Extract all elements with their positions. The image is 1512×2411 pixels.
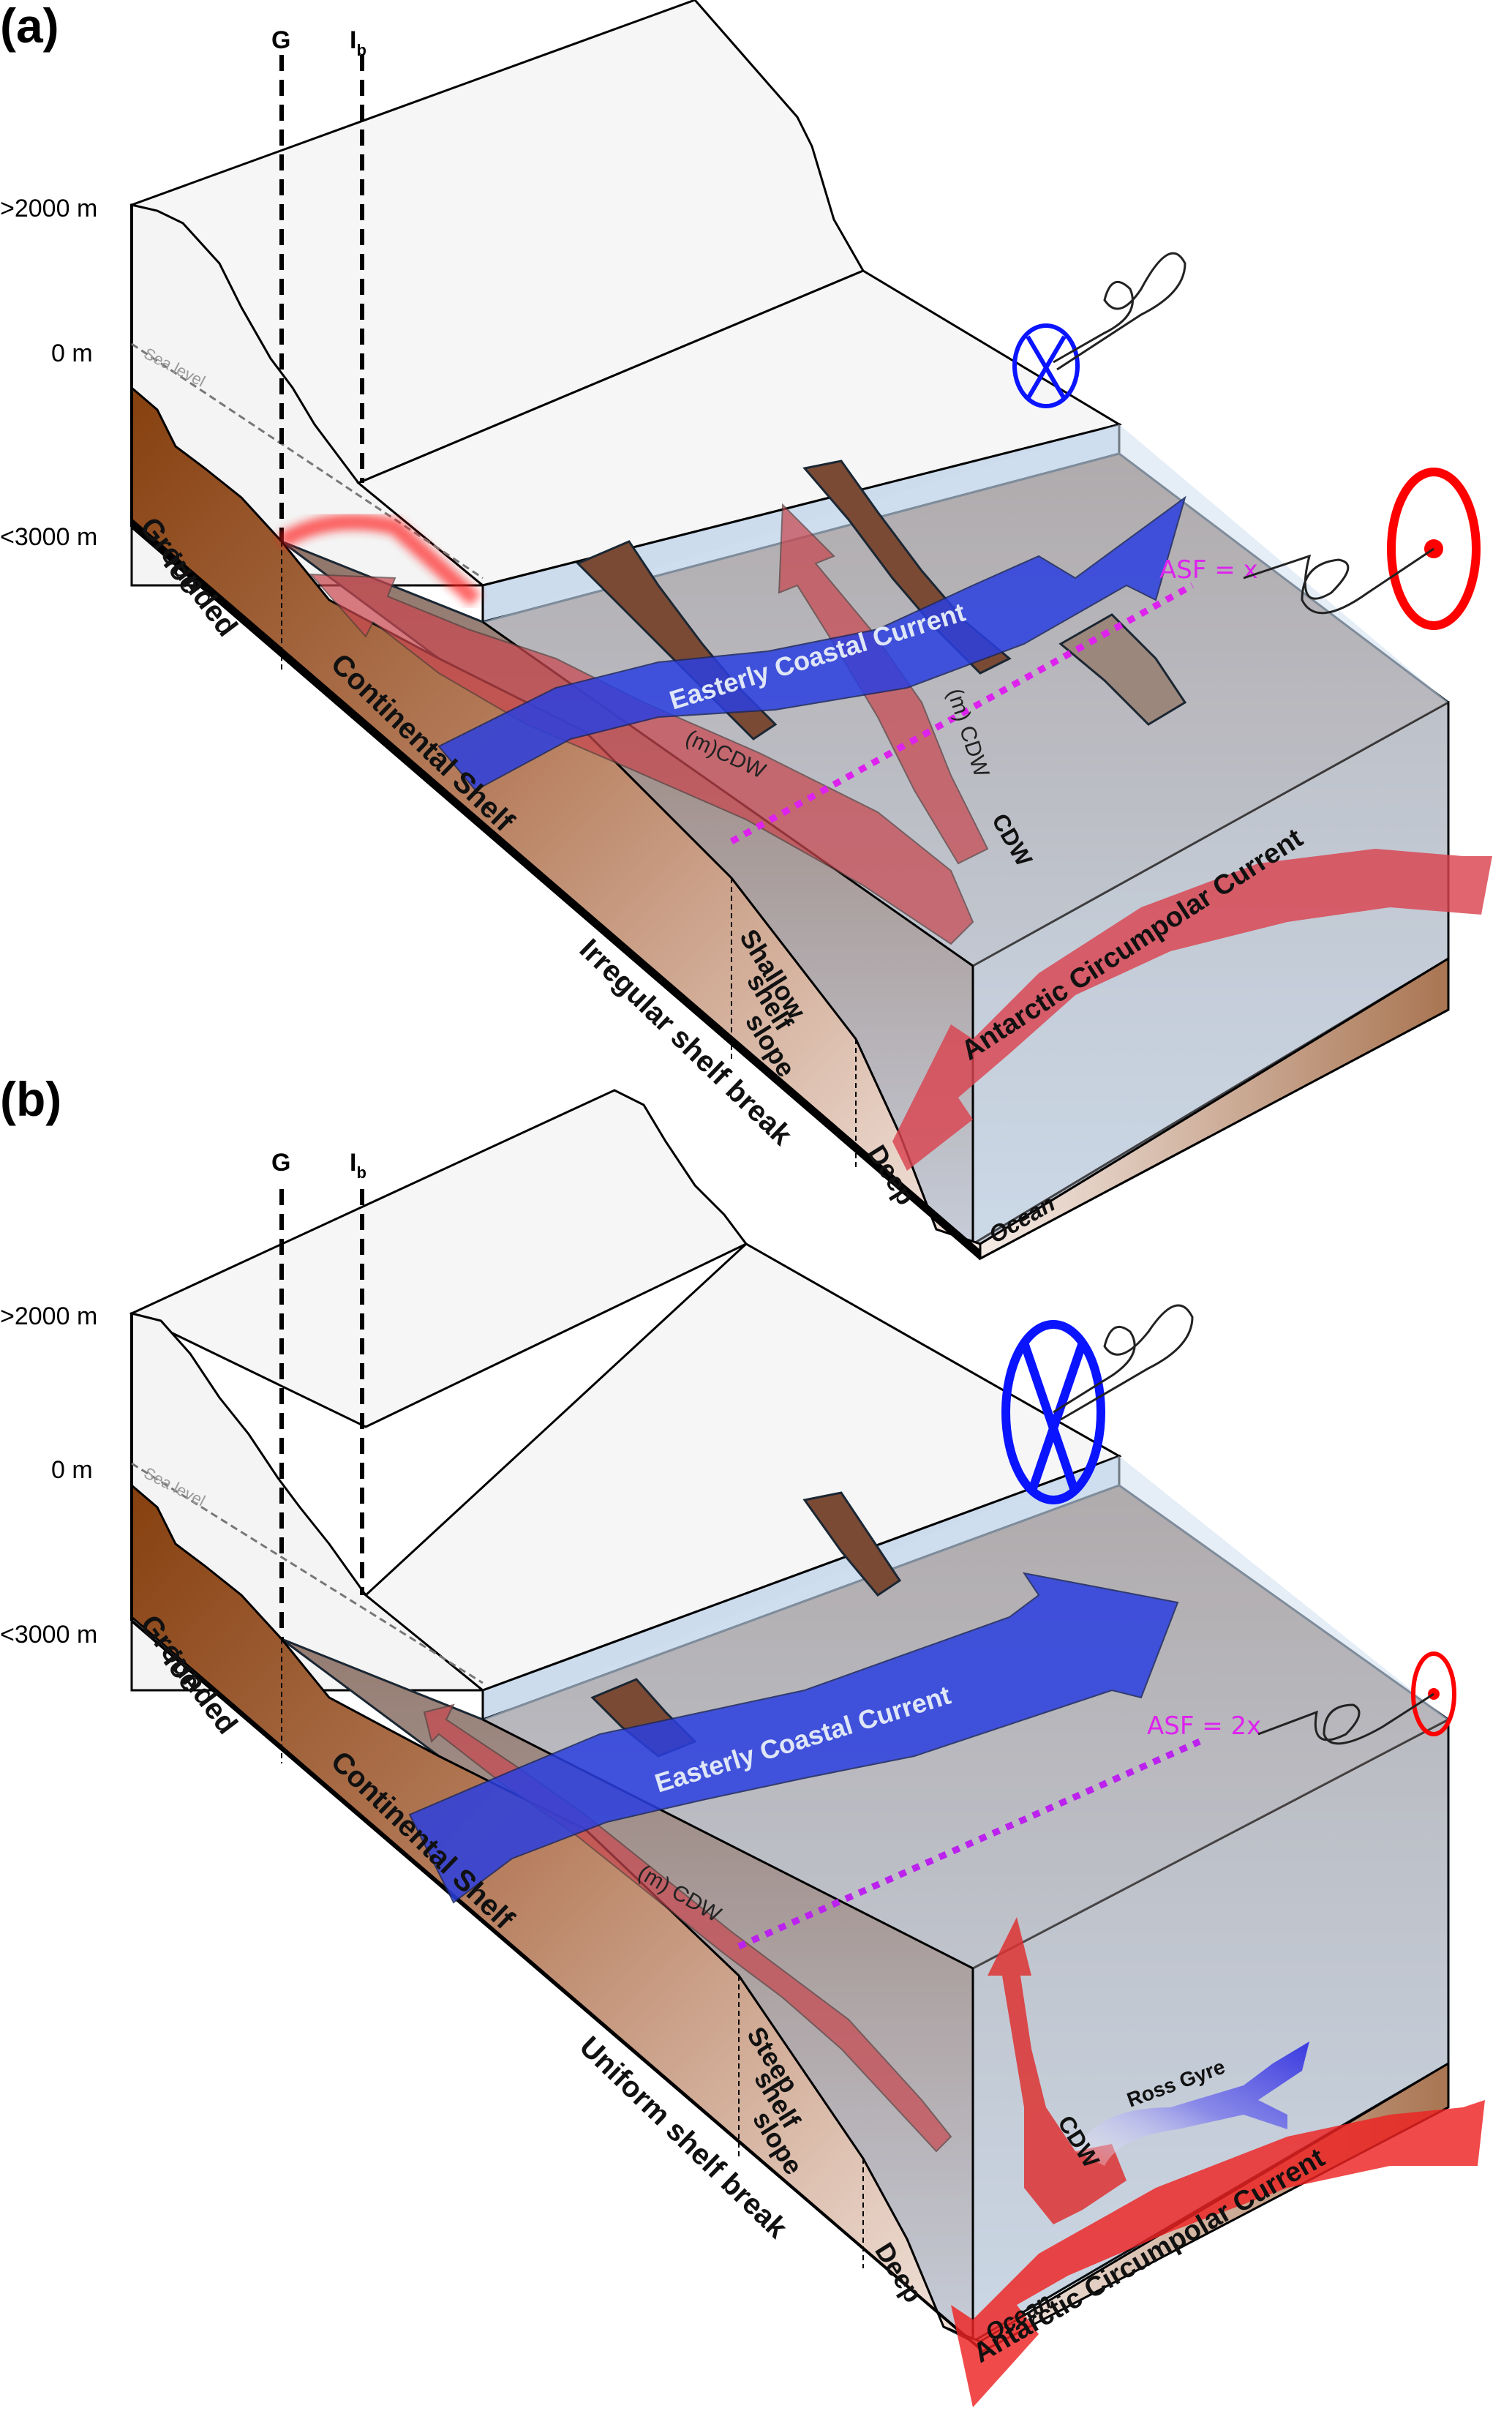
depth-label-sea-b: 0 m (51, 1456, 93, 1484)
depth-label-sea: 0 m (51, 340, 93, 367)
ocean-floor-side (979, 956, 1450, 1261)
panel-a-label: (a) (0, 0, 59, 53)
sea-level-line-b (131, 1462, 484, 1684)
asf-label-b: ASF = 2x (1147, 1711, 1261, 1741)
ocean-water-top (483, 424, 1448, 966)
depth-label-top-b: >2000 m (0, 1302, 97, 1330)
grounding-line-label: G (271, 26, 290, 54)
asf-line-a (729, 582, 1195, 844)
box-edge (130, 525, 982, 1260)
depth-label-bottom: <3000 m (0, 523, 97, 551)
acc-current-b (951, 2100, 1485, 2407)
westerly-wind-symbol-a (1243, 468, 1481, 630)
ecc-current-a (437, 495, 1186, 792)
asf-label-a: ASF = x (1159, 555, 1258, 585)
ross-gyre-flow-b (1075, 2041, 1309, 2166)
mcdw-flow-a (309, 573, 974, 945)
ice-sheet-top-b (129, 1089, 748, 1428)
panel-a: (a) Sea level (0, 0, 1492, 1261)
cdw-flow-b (988, 1917, 1127, 2224)
easterly-wind-symbol-a (1012, 252, 1186, 408)
cdw-glow (277, 514, 481, 607)
westerly-wind-symbol-b (1257, 1651, 1456, 1745)
panel-b-label: (b) (0, 1072, 61, 1126)
easterly-wind-symbol-b (1001, 1304, 1194, 1504)
depth-label-top: >2000 m (0, 195, 97, 222)
panel-b: (b) Sea level G Ib >2000 m 0 m <3000 m (0, 1072, 1485, 2407)
grounding-line-label-b: G (271, 1149, 290, 1177)
asf-line-b (737, 1738, 1201, 1950)
box-edge (130, 1619, 982, 2350)
depth-label-bottom-b: <3000 m (0, 1621, 97, 1649)
ecc-current-b (408, 1572, 1179, 1904)
acc-current-a (892, 849, 1492, 1171)
ice-base-label: Ib (350, 26, 366, 59)
ice-base-label-b: Ib (350, 1149, 366, 1182)
sea-level-line (131, 342, 484, 580)
